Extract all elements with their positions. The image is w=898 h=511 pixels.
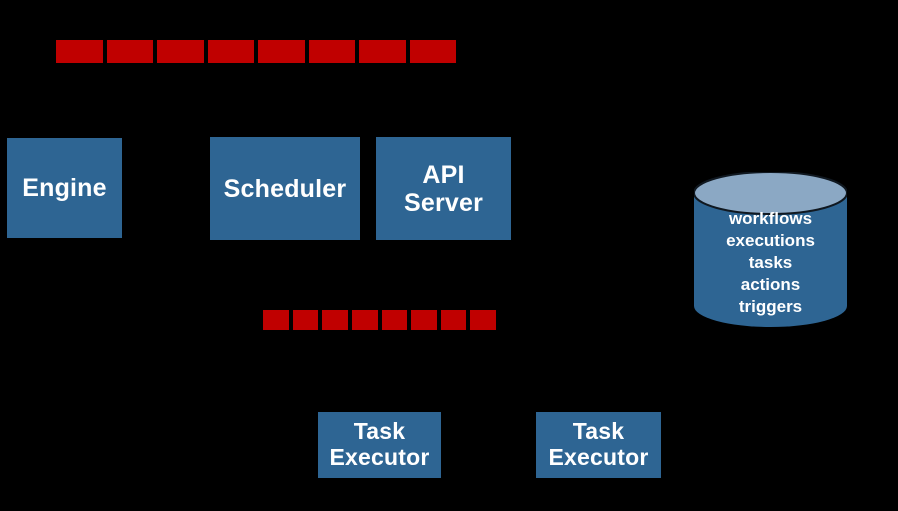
divider-segment <box>258 40 305 63</box>
divider-segment <box>470 310 496 330</box>
database-table-item: workflows <box>728 209 813 228</box>
divider-segment <box>263 310 289 330</box>
database-cylinder[interactable]: workflows executions tasks actions trigg… <box>694 172 847 327</box>
divider-segment <box>409 40 456 63</box>
divider-bar-top <box>56 40 456 63</box>
divider-segment <box>157 40 204 63</box>
node-api-server[interactable]: API Server <box>376 137 511 240</box>
database-table-item: actions <box>740 275 801 295</box>
database-icon <box>694 172 847 327</box>
divider-segment <box>322 310 348 330</box>
divider-segment <box>381 310 408 330</box>
node-task-executor-2[interactable]: Task Executor <box>536 412 661 478</box>
divider-segment <box>351 310 378 330</box>
divider-segment <box>411 310 437 330</box>
divider-segment <box>106 40 153 63</box>
divider-segment <box>56 40 103 63</box>
database-table-item: tasks <box>748 253 793 273</box>
node-engine[interactable]: Engine <box>7 138 122 238</box>
divider-segment <box>292 310 319 330</box>
node-scheduler[interactable]: Scheduler <box>210 137 360 240</box>
divider-segment <box>440 310 467 330</box>
database-table-list: workflows executions tasks actions trigg… <box>694 208 847 318</box>
database-table-item: triggers <box>738 297 803 317</box>
database-table-item: executions <box>726 231 815 251</box>
divider-segment <box>359 40 406 63</box>
node-task-executor-1[interactable]: Task Executor <box>318 412 441 478</box>
divider-segment <box>308 40 355 63</box>
divider-bar-middle <box>263 310 496 330</box>
divider-segment <box>207 40 254 63</box>
